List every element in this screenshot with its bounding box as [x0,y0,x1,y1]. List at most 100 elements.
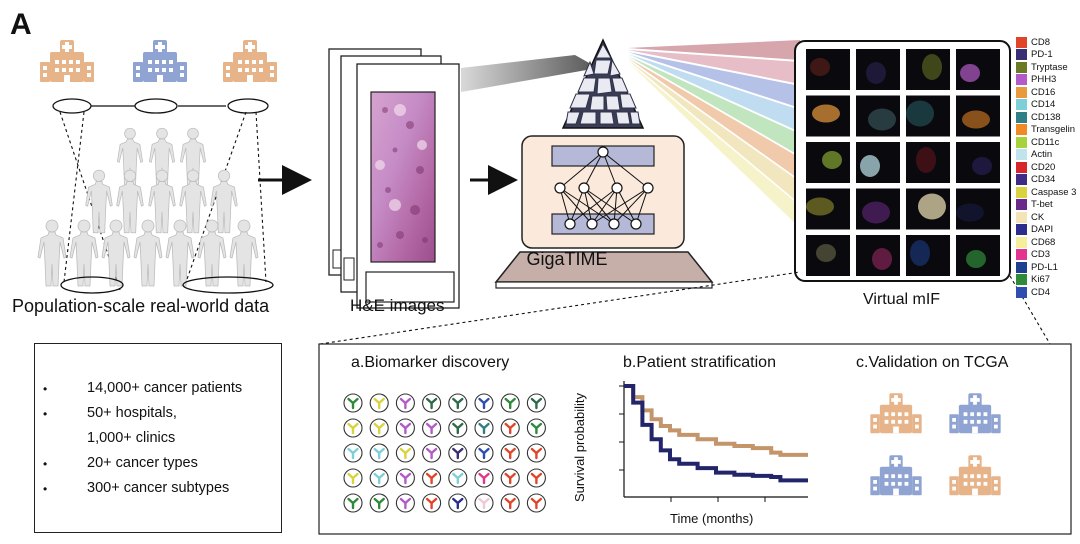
antibody-marker [369,493,389,513]
legend-swatch [1016,111,1027,123]
mif-tile [856,95,900,137]
hospital-icon [223,40,277,82]
mif-tile [856,142,900,183]
antibody-marker [395,468,415,488]
survival-curve-low [624,384,808,483]
antibody-marker [500,493,520,513]
antibody-marker [448,493,468,513]
legend-item: CD68 [1016,236,1076,249]
legend-label: Caspase 3 [1031,186,1077,198]
antibody-marker [500,393,520,413]
section-patient-stratification: b.Patient stratification [623,354,776,371]
antibody-marker [448,443,468,463]
virtual-mif-label: Virtual mIF [863,291,941,308]
mif-tile [956,235,1000,276]
antibody-marker [422,468,442,488]
legend-label: Actin [1031,149,1053,161]
legend-label: CD138 [1031,111,1061,123]
mif-tile [856,188,900,230]
legend-item: CD8 [1016,36,1076,49]
legend-label: T-bet [1031,199,1053,211]
section-biomarker-discovery: a.Biomarker discovery [351,354,510,371]
mif-tile [956,188,1000,230]
legend-label: PHH3 [1031,74,1057,86]
legend-swatch [1016,86,1027,98]
antibody-marker [369,393,389,413]
legend-item: Tryptase [1016,61,1076,74]
legend-swatch [1016,186,1027,198]
legend-label: CD14 [1031,99,1056,111]
stat-hospitals: 50+ hospitals, [87,405,177,421]
legend-swatch [1016,124,1027,136]
population-ellipses [60,276,274,294]
mif-tile [856,49,900,90]
antibody-marker [526,493,546,513]
legend-item: PD-1 [1016,49,1076,62]
legend-item: CD34 [1016,174,1076,187]
stat-clinics: 1,000+ clinics [87,430,176,446]
model-name: GigaTIME [526,249,608,269]
hospital-icon [40,40,94,82]
stat-cancer-types: 20+ cancer types [87,455,198,471]
legend-item: CD20 [1016,161,1076,174]
mif-tile [806,188,850,230]
antibody-marker [474,468,494,488]
population-label: Population-scale real-world data [12,296,270,316]
antibody-marker [369,443,389,463]
legend-item: Transgelin [1016,124,1076,137]
legend-swatch [1016,274,1027,286]
legend-label: PD-L1 [1031,261,1058,273]
legend-swatch [1016,36,1027,48]
legend-item: CD3 [1016,249,1076,262]
bullet: • [43,457,48,471]
legend-label: CD11c [1031,136,1060,148]
hospital-network [52,98,269,114]
legend-swatch [1016,161,1027,173]
legend-item: PD-L1 [1016,261,1076,274]
legend-swatch [1016,136,1027,148]
legend-item: Ki67 [1016,274,1076,287]
antibody-marker [448,393,468,413]
mif-tile [956,142,1000,183]
mif-tile [906,188,950,230]
bullet: • [43,382,48,396]
antibody-marker [474,443,494,463]
stat-patients: 14,000+ cancer patients [87,380,243,396]
legend-swatch [1016,61,1027,73]
legend-label: CD8 [1031,36,1051,48]
antibody-marker [343,468,363,488]
legend-item: Caspase 3 [1016,186,1076,199]
legend-label: CK [1031,211,1045,223]
stat-cancer-subtypes: 300+ cancer subtypes [87,480,230,496]
legend-item: CD14 [1016,99,1076,112]
legend-swatch [1016,224,1027,236]
mif-tile [856,235,900,276]
legend-label: CD3 [1031,249,1051,261]
legend-label: CD16 [1031,86,1056,98]
section-validation-tcga: c.Validation on TCGA [856,354,1009,371]
antibody-marker [500,443,520,463]
legend-swatch [1016,236,1027,248]
legend-item: CK [1016,211,1076,224]
mif-tile [956,95,1000,137]
antibody-marker [343,393,363,413]
legend-label: CD20 [1031,161,1056,173]
antibody-marker [369,418,389,438]
legend-swatch [1016,249,1027,261]
he-tissue-image [370,91,436,263]
legend-item: DAPI [1016,224,1076,237]
mif-tile [906,49,950,90]
survival-plot [619,381,808,502]
antibody-marker [526,418,546,438]
legend-swatch [1016,99,1027,111]
mif-tile-grid [806,49,1000,276]
legend-item: CD16 [1016,86,1076,99]
legend-label: CD4 [1031,286,1051,298]
legend-label: PD-1 [1031,49,1053,61]
antibody-marker [395,493,415,513]
antibody-marker [448,418,468,438]
mif-tile [906,95,950,137]
antibody-marker [526,468,546,488]
legend-label: DAPI [1031,224,1054,236]
